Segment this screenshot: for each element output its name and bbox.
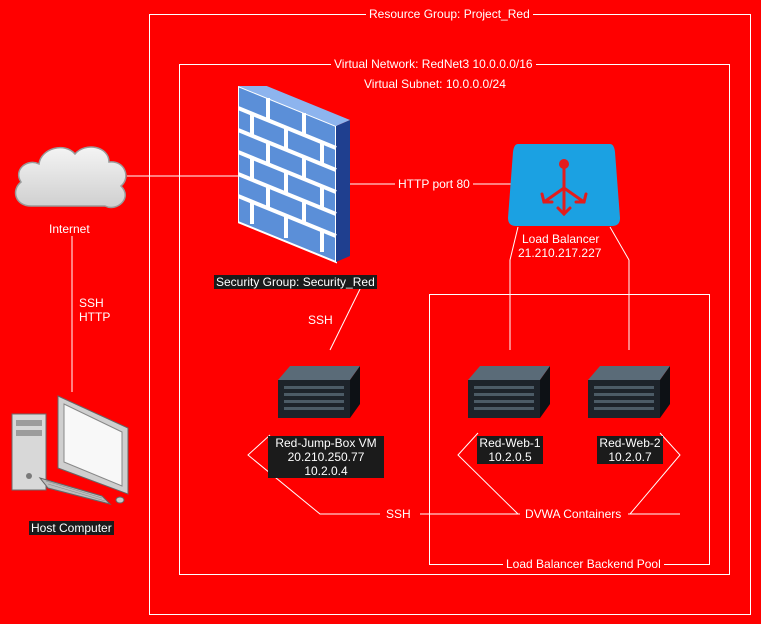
virtual-subnet-label: Virtual Subnet: 10.0.0.0/24	[364, 77, 506, 91]
backend-pool-label: Load Balancer Backend Pool	[503, 557, 664, 571]
lb-web2-link	[609, 226, 630, 261]
web2-ip: 10.2.0.7	[597, 450, 663, 464]
ssh-firewall-label: SSH	[305, 313, 336, 327]
dvwa-containers-label: DVWA Containers	[522, 507, 625, 521]
internet-ssh-label: SSH	[76, 296, 107, 310]
load-balancer-ip: 21.210.217.227	[518, 246, 602, 260]
http-port-label: HTTP port 80	[395, 177, 473, 191]
web1-ip: 10.2.0.5	[477, 450, 543, 464]
lb-web1-link	[509, 226, 519, 261]
web1-bracket	[457, 432, 519, 515]
jump-box-private-ip: 10.2.0.4	[268, 464, 384, 478]
jump-box-public-ip: 20.210.250.77	[268, 450, 384, 464]
load-balancer-icon	[508, 144, 620, 226]
jump-box-server-icon	[278, 366, 360, 418]
web1-name: Red-Web-1	[477, 436, 543, 450]
host-computer-icon	[11, 395, 129, 505]
internet-http-label: HTTP	[76, 310, 114, 324]
web1-server-icon	[468, 366, 550, 418]
firewall-jumpbox-link	[329, 284, 363, 351]
cloud-icon	[14, 146, 127, 209]
web2-bracket	[629, 432, 681, 515]
firewall-icon	[238, 86, 350, 264]
jumpbox-bracket	[247, 434, 380, 515]
web2-server-icon	[588, 366, 670, 418]
web2-name: Red-Web-2	[597, 436, 663, 450]
ssh-bottom-label: SSH	[383, 507, 414, 521]
internet-label: Internet	[49, 222, 90, 236]
jump-box-name: Red-Jump-Box VM	[268, 436, 384, 450]
host-computer-label: Host Computer	[29, 521, 114, 535]
virtual-network-label: Virtual Network: RedNet3 10.0.0.0/16	[331, 57, 536, 71]
security-group-label: Security Group: Security_Red	[214, 275, 377, 289]
resource-group-label: Resource Group: Project_Red	[366, 7, 533, 21]
load-balancer-name: Load Balancer	[522, 232, 600, 246]
